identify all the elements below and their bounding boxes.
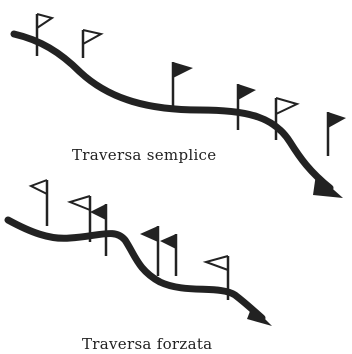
gate-flag-open — [28, 179, 49, 226]
simple-traverse-caption: Traversa semplice — [72, 146, 217, 164]
forced-traverse-diagram — [4, 179, 272, 326]
gate-flag-filled — [160, 234, 178, 276]
gate-flag-filled — [140, 226, 160, 276]
gate-flag-filled — [326, 112, 346, 156]
gate-flag-filled — [90, 204, 108, 256]
gate-flag-open — [35, 13, 55, 56]
gate-flag-filled — [171, 62, 193, 108]
forced-traverse-trail — [4, 216, 266, 322]
simple-traverse-diagram — [10, 13, 346, 198]
gate-flag-open — [81, 29, 104, 58]
forced-traverse-caption: Traversa forzata — [82, 335, 213, 353]
gate-flag-filled — [236, 84, 256, 130]
gate-flag-open — [202, 255, 230, 300]
simple-traverse-trail — [10, 30, 334, 192]
gate-flag-open — [66, 195, 92, 242]
gate-flag-open — [274, 97, 300, 140]
simple-traverse-arrowhead — [313, 174, 343, 198]
forced-traverse-arrowhead — [247, 306, 272, 326]
